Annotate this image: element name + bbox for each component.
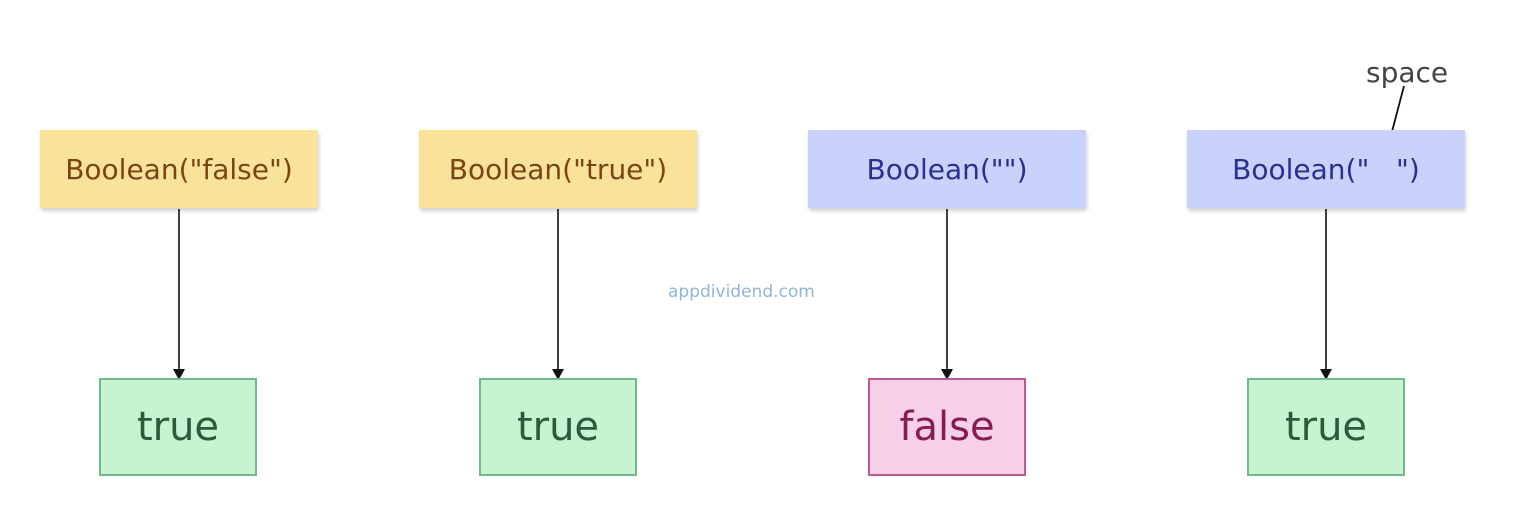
result-box-true: true — [479, 378, 637, 476]
arrow-col-4 — [1320, 209, 1332, 380]
result-box-true: true — [1247, 378, 1405, 476]
result-text: true — [516, 404, 600, 450]
expression-text: Boolean(" ") — [1232, 152, 1420, 186]
watermark: appdividend.com — [668, 282, 815, 302]
expression-box-true-string: Boolean("true") — [419, 130, 697, 208]
result-text: false — [899, 404, 995, 450]
space-annotation-label: space — [1366, 56, 1449, 89]
expression-text: Boolean("false") — [65, 152, 293, 186]
arrow-col-2 — [552, 209, 564, 380]
arrow-col-1 — [173, 209, 185, 380]
arrow-col-3 — [941, 209, 953, 380]
result-text: true — [1284, 404, 1368, 450]
result-box-true: true — [99, 378, 257, 476]
expression-text: Boolean("") — [866, 152, 1028, 186]
expression-box-false-string: Boolean("false") — [40, 130, 318, 208]
result-text: true — [136, 404, 220, 450]
result-box-false: false — [868, 378, 1026, 476]
expression-text: Boolean("true") — [448, 152, 668, 186]
expression-box-space-string: Boolean(" ") — [1187, 130, 1465, 208]
expression-box-empty-string: Boolean("") — [808, 130, 1086, 208]
